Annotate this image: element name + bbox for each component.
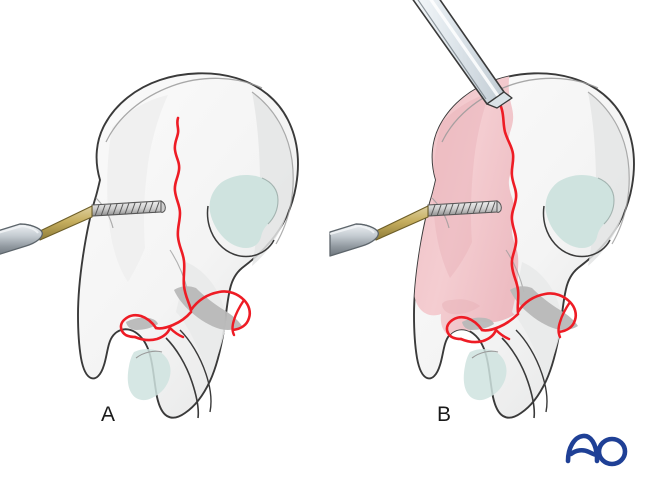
acetabulum-edge-b xyxy=(597,177,615,225)
osteotome-edge-shadow-b xyxy=(417,0,487,100)
fracture-line-lower-a xyxy=(154,310,193,330)
bone-shading-fossa-a xyxy=(107,95,168,282)
fracture-line-ischial3-b xyxy=(494,328,511,341)
fracture-gap-fill-a xyxy=(174,286,242,330)
screwdriver-instrument-b xyxy=(329,200,502,257)
posterior-contour-line-b xyxy=(587,91,630,245)
obturator-inner-a xyxy=(165,337,200,419)
ischial-cartilage-a xyxy=(127,349,171,401)
panel-b-group xyxy=(329,0,635,419)
handle-highlight-a xyxy=(0,224,39,234)
screwdriver-shaft-a xyxy=(39,205,93,241)
fracture-line-ischial-b xyxy=(445,315,484,341)
osteotome-blade-b[interactable] xyxy=(409,0,505,105)
osteotome-bevel-b xyxy=(486,91,513,109)
ao-logo-mark xyxy=(565,433,628,467)
obturator-outer-b xyxy=(515,329,548,413)
fracture-line-lower-b xyxy=(480,312,520,332)
panel-label-b: B xyxy=(437,403,452,426)
fracture-line-ischial2-b xyxy=(459,328,498,344)
screw-threaded-tip-b xyxy=(427,200,502,217)
ao-logo-o xyxy=(596,436,628,467)
hemipelvis-bone-a xyxy=(77,72,299,419)
screw-threads-a xyxy=(94,201,160,217)
acetabulum-edge-a xyxy=(261,177,279,225)
fragment-pink-fill-b xyxy=(414,73,525,337)
ramus-detail-a xyxy=(135,350,163,359)
fracture-line-ischial3-a xyxy=(168,326,185,339)
handle-highlight-b xyxy=(329,224,375,235)
ao-logo xyxy=(563,428,629,468)
fracture-line-main-a xyxy=(173,116,193,312)
fragment-shading-lower-b xyxy=(442,299,480,315)
screwdriver-handle-b[interactable] xyxy=(329,223,379,257)
panel-label-a: A xyxy=(101,403,116,426)
osteotome-instrument-b[interactable] xyxy=(409,0,513,109)
handle-collar-b xyxy=(355,223,379,233)
fracture-line-branch-b xyxy=(557,300,572,339)
acetabulum-cartilage-a xyxy=(209,174,278,248)
screwdriver-handle-a[interactable] xyxy=(0,223,43,256)
ramus-detail-b xyxy=(471,350,499,359)
hemipelvis-bone-b xyxy=(413,72,635,419)
screwdriver-shaft-b xyxy=(375,205,429,241)
mobilized-fragment-b xyxy=(414,73,525,337)
ischial-cartilage-b xyxy=(463,349,507,401)
iliac-crest-line-b xyxy=(441,77,599,143)
osteotome-highlight-b xyxy=(429,0,500,97)
fracture-line-branch-a xyxy=(231,298,246,337)
handle-collar-a xyxy=(19,223,43,233)
fracture-line-ischial-a xyxy=(119,313,158,339)
screwdriver-instrument-a xyxy=(0,200,166,256)
fracture-line-main-b xyxy=(492,86,520,314)
screw-threads-b xyxy=(430,201,496,217)
iliac-crest-line-a xyxy=(105,77,263,143)
acetabulum-cartilage-b xyxy=(545,174,614,248)
obturator-inner-b xyxy=(501,337,536,419)
acetabular-rim-b xyxy=(542,205,611,258)
fracture-line-ischial2-a xyxy=(133,326,172,342)
acetabular-rim-a xyxy=(206,205,275,258)
screw-tip-point-b xyxy=(496,200,502,213)
fragment-shading-b xyxy=(432,93,490,278)
screw-tip-point-a xyxy=(160,200,166,213)
panel-a-group xyxy=(0,72,299,419)
posterior-contour-line-a xyxy=(251,91,294,245)
obturator-outer-a xyxy=(179,329,212,413)
